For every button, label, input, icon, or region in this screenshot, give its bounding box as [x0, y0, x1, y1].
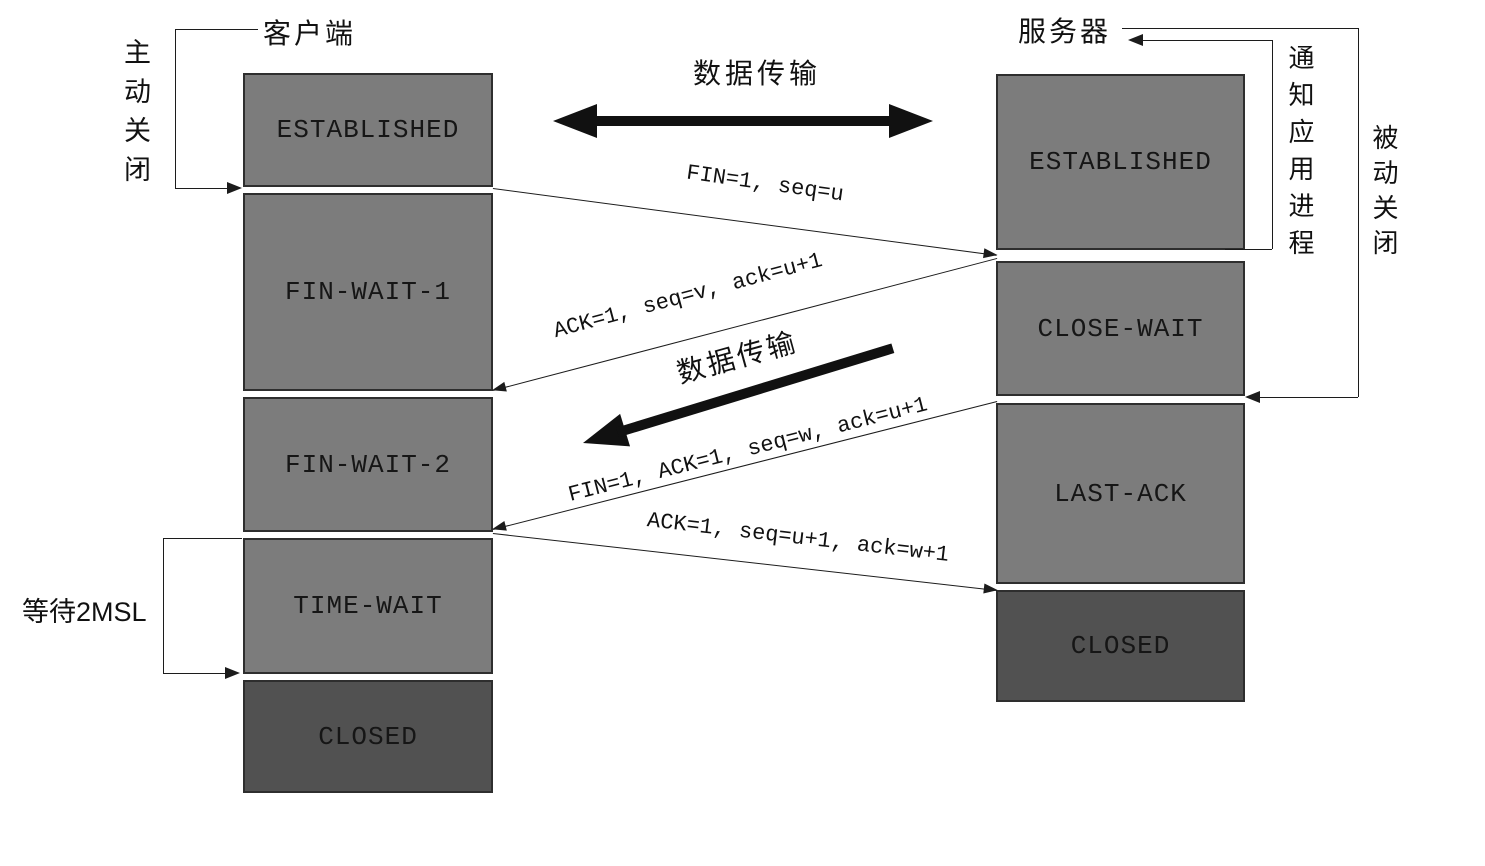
state-label: TIME-WAIT [293, 591, 443, 621]
wait-2msl-label: 等待2MSL [22, 597, 147, 627]
state-label: FIN-WAIT-2 [284, 449, 452, 480]
client-state-fin-wait-2: FIN-WAIT-2 [243, 397, 493, 532]
client-title: 客户端 [263, 18, 357, 49]
state-label: LAST-ACK [1054, 478, 1187, 509]
server-state-established: ESTABLISHED [996, 74, 1245, 250]
bracket-segment [1122, 28, 1358, 29]
bracket-segment [1141, 40, 1272, 41]
fin-ack-arrow [493, 401, 998, 530]
bracket-segment [163, 538, 242, 539]
state-label: CLOSE-WAIT [1037, 313, 1204, 344]
arrow-right-icon [889, 104, 933, 138]
arrow-left-icon [1128, 34, 1143, 46]
state-label: ESTABLISHED [1029, 147, 1212, 177]
bracket-segment [1258, 397, 1358, 398]
client-state-established: ESTABLISHED [243, 73, 493, 187]
server-state-last-ack: LAST-ACK [996, 403, 1245, 584]
bracket-segment [175, 29, 176, 188]
bracket-segment [1358, 28, 1359, 397]
bracket-segment [1272, 40, 1273, 249]
fin-ack-message-label: FIN=1, ACK=1, seq=w, ack=u+1 [565, 392, 931, 508]
data-transfer-top-label: 数据传输 [693, 58, 822, 89]
passive-close-label: 被动关闭 [1369, 124, 1399, 264]
server-state-closed: CLOSED [996, 590, 1245, 702]
state-label: FIN-WAIT-1 [284, 277, 452, 307]
notify-application-label: 通知应用进程 [1285, 44, 1315, 266]
arrow-left-icon [1245, 391, 1260, 403]
data-transfer-arrow-top [553, 104, 933, 138]
client-state-time-wait: TIME-WAIT [243, 538, 493, 674]
server-state-close-wait: CLOSE-WAIT [996, 261, 1245, 396]
bracket-segment [1225, 249, 1272, 250]
final-ack-message-label: ACK=1, seq=u+1, ack=w+1 [645, 508, 951, 568]
server-title: 服务器 [1018, 16, 1112, 47]
client-state-fin-wait-1: FIN-WAIT-1 [243, 193, 493, 391]
arrow-left-icon [578, 413, 631, 460]
bracket-segment [163, 538, 164, 673]
arrow-body [591, 116, 895, 126]
arrow-right-icon [225, 667, 240, 679]
client-state-closed: CLOSED [243, 680, 493, 793]
state-label: CLOSED [1070, 631, 1171, 661]
state-label: CLOSED [318, 721, 418, 752]
state-label: ESTABLISHED [276, 115, 460, 145]
fin-arrow [492, 188, 997, 256]
arrow-left-icon [553, 104, 597, 138]
active-close-label: 主动关闭 [120, 38, 150, 194]
bracket-segment [175, 188, 228, 189]
bracket-segment [163, 673, 226, 674]
bracket-segment [175, 29, 258, 30]
arrow-right-icon [227, 182, 242, 194]
fin-message-label: FIN=1, seq=u [684, 160, 846, 208]
